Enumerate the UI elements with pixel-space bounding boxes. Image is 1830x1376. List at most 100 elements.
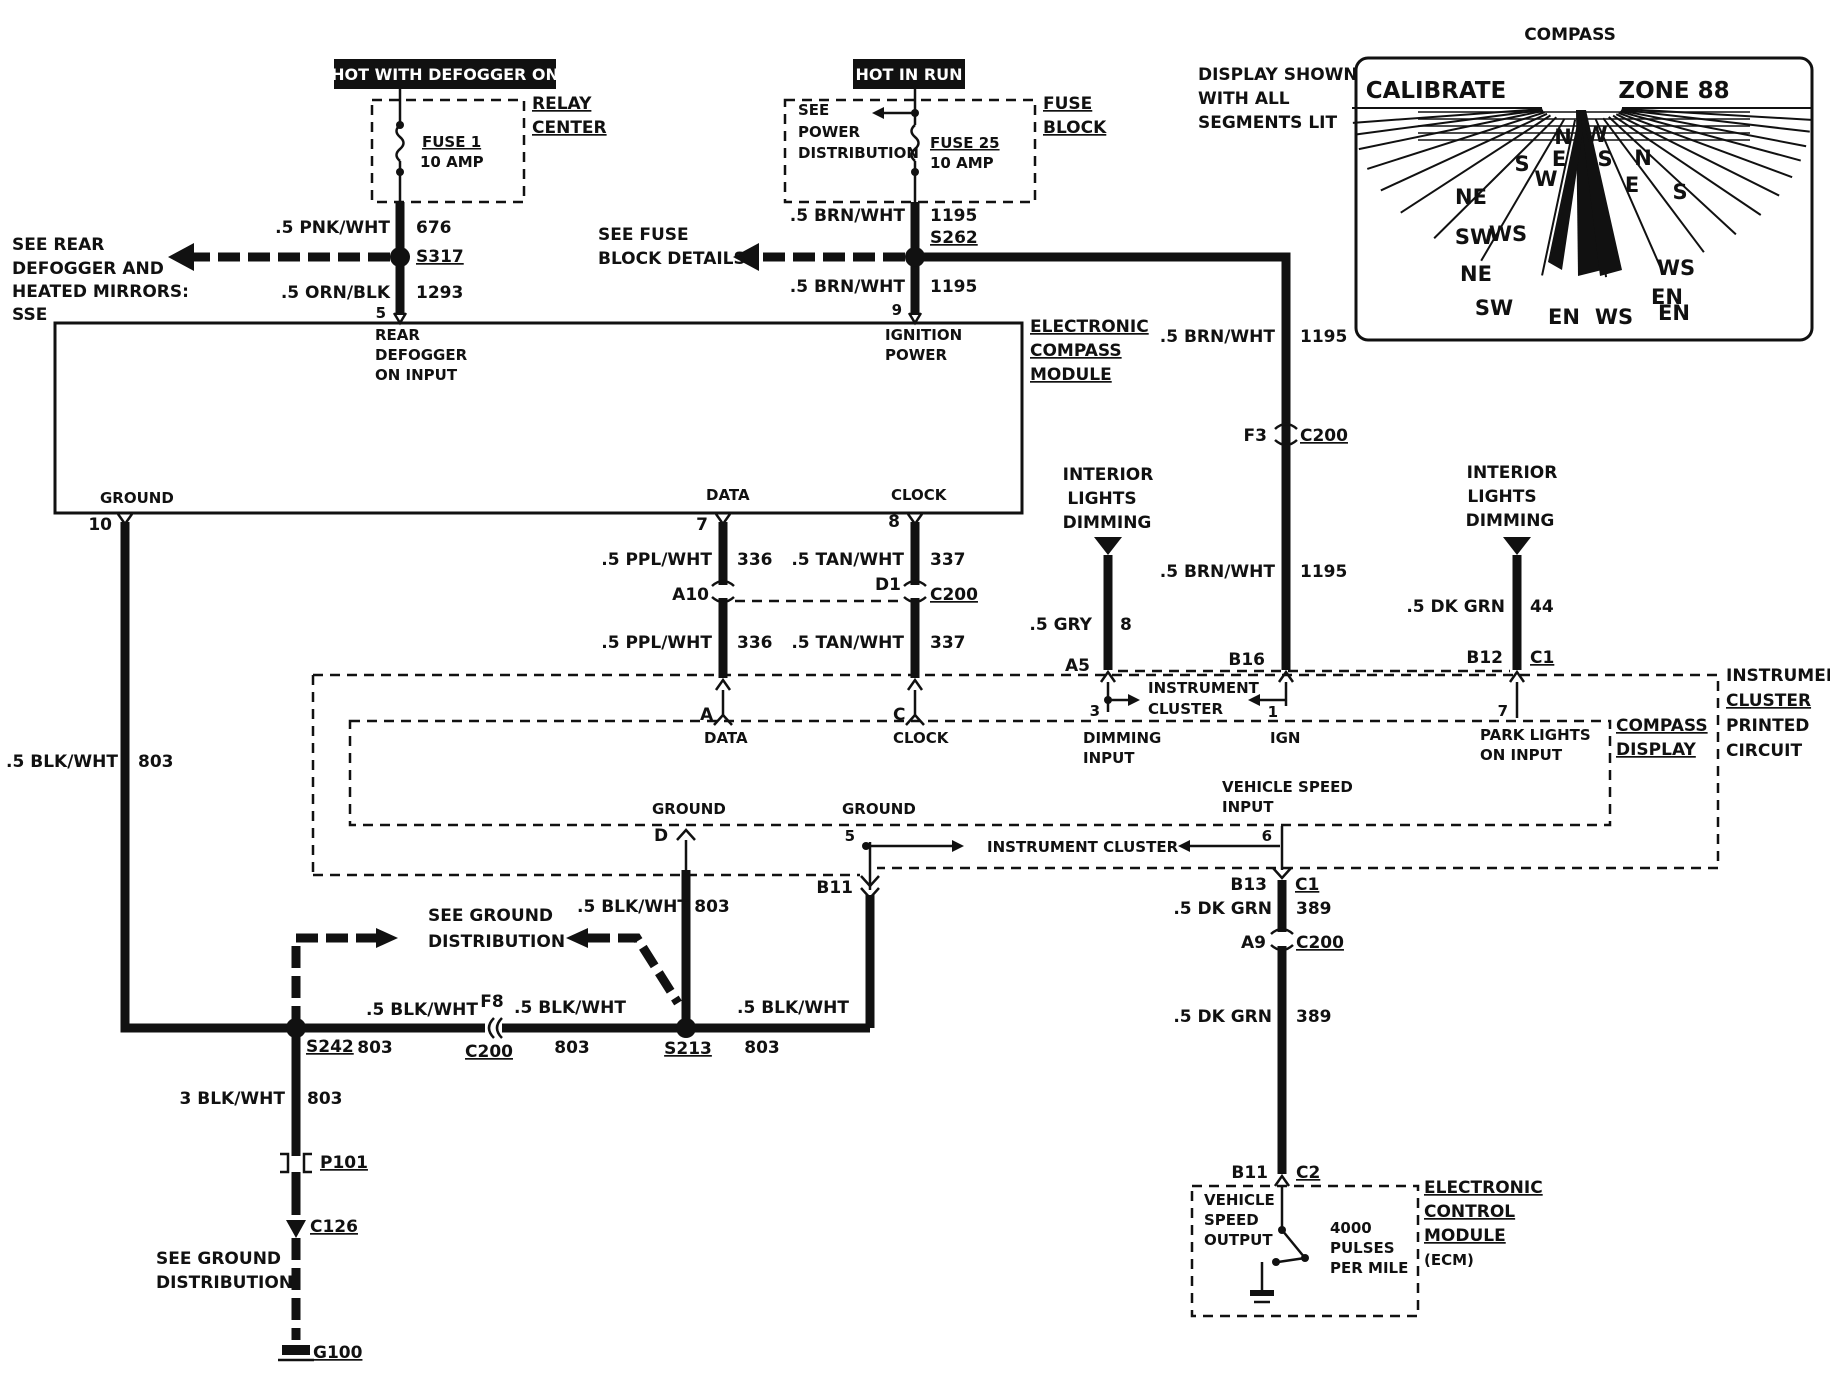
compass-dir-6: W <box>1534 167 1557 191</box>
vso-label-3: OUTPUT <box>1204 1231 1273 1249</box>
defogger-circuit: .5 PNK/WHT 676 S317 .5 ORN/BLK 1293 5 SE… <box>12 202 464 325</box>
see-rear-3: HEATED MIRRORS: <box>12 282 189 302</box>
relay-center: FUSE 1 10 AMP RELAY CENTER <box>370 89 607 204</box>
pin-10: 10 <box>88 515 112 535</box>
cavity-b13: B13 <box>1230 875 1267 895</box>
vss-circuit: .5 DK GRN 389 A9 C200 .5 DK GRN 389 B11 … <box>1173 826 1344 1206</box>
dimming-circuit-num: 8 <box>1120 615 1132 635</box>
dimming-title-3: DIMMING <box>1063 513 1152 533</box>
ign-input-label: IGN <box>1270 729 1300 747</box>
module-name-3: MODULE <box>1030 365 1112 385</box>
instrument-cluster-1: INSTRUMENT <box>1148 679 1260 697</box>
blk-wire-2: .5 BLK/WHT <box>514 998 626 1018</box>
compass-display-2: DISPLAY <box>1616 740 1697 760</box>
cavity-b11-ipc: B11 <box>816 878 853 898</box>
compass-ray-14 <box>1433 116 1557 239</box>
zone-segment: ZONE 88 <box>1618 78 1729 104</box>
pin-7: 7 <box>696 515 708 535</box>
fuse1-amp: 10 AMP <box>420 153 484 171</box>
compass-dir-16: EN <box>1651 285 1683 309</box>
compass-ray-4 <box>1619 110 1802 162</box>
park-pin-7: 7 <box>1498 702 1508 720</box>
connector-c200-ground: C200 <box>465 1042 513 1062</box>
fuse25-amp: 10 AMP <box>930 154 994 172</box>
calibrate-segment: CALIBRATE <box>1366 78 1507 104</box>
display-note-3: SEGMENTS LIT <box>1198 113 1337 133</box>
compass-ray-12 <box>1541 119 1577 276</box>
connector-c126: C126 <box>310 1217 358 1237</box>
dimming-circuit: INTERIOR LIGHTS DIMMING .5 GRY 8 A5 3 DI… <box>1029 465 1259 767</box>
park-title-2: LIGHTS <box>1467 487 1536 507</box>
see-fuse-1: SEE FUSE <box>598 225 689 245</box>
clock-circuit: .5 TAN/WHT 337 D1 C200 .5 TAN/WHT 337 C … <box>791 513 978 747</box>
brn-wire-bottom: .5 BRN/WHT <box>790 277 906 297</box>
ecm-name-1: ELECTRONIC <box>1424 1178 1543 1198</box>
ecm-name-2: CONTROL <box>1424 1202 1515 1222</box>
compass-dir-4: N <box>1634 146 1652 170</box>
blk-wire-1: .5 BLK/WHT <box>366 1000 478 1020</box>
orn-wire-label: .5 ORN/BLK <box>281 283 391 303</box>
module-ground-label: GROUND <box>100 489 174 507</box>
compass-ray-13 <box>1480 118 1566 262</box>
splice-s242: S242 <box>306 1037 354 1057</box>
see-rear-2: DEFOGGER AND <box>12 259 164 279</box>
park-title-3: DIMMING <box>1466 511 1555 531</box>
park-input-2: ON INPUT <box>1480 746 1563 764</box>
hot-defogger-header: HOT WITH DEFOGGER ON <box>331 59 559 89</box>
relay-center-label-2: CENTER <box>532 118 607 138</box>
pulses-label-2: PULSES <box>1330 1239 1395 1257</box>
vss-circuit-top: 389 <box>1296 899 1332 919</box>
fuse-block: SEE POWER DISTRIBUTION FUSE 25 10 AMP FU… <box>783 89 1107 204</box>
compass-panel: COMPASS DISPLAY SHOWN WITH ALL SEGMENTS … <box>1198 25 1814 342</box>
module-clock-label: CLOCK <box>891 486 948 504</box>
ecm-name-4: (ECM) <box>1424 1251 1474 1269</box>
ecm-module: VEHICLE SPEED OUTPUT 4000 PULSES PER MIL… <box>1190 1178 1543 1318</box>
compass-ray-1 <box>1621 107 1812 121</box>
ground-5-label: GROUND <box>842 800 916 818</box>
fuse1-label: FUSE 1 <box>422 133 481 151</box>
dimming-input-2: INPUT <box>1083 749 1135 767</box>
connector-f8: F8 <box>480 992 503 1012</box>
see-fuse-2: BLOCK DETAILS <box>598 249 746 269</box>
ground-g100: G100 <box>313 1343 363 1363</box>
park-lights-circuit: INTERIOR LIGHTS DIMMING .5 DK GRN 44 B12… <box>1406 463 1590 764</box>
data-circuit: .5 PPL/WHT 336 A10 .5 PPL/WHT 336 A DATA <box>601 513 773 747</box>
instrument-cluster-2: CLUSTER <box>1148 700 1223 718</box>
display-note-1: DISPLAY SHOWN <box>1198 65 1358 85</box>
data-circuit-top: 336 <box>737 550 773 570</box>
see-ground-2: DISTRIBUTION <box>428 932 565 952</box>
pulses-label-1: 4000 <box>1330 1219 1372 1237</box>
fuse-block-see-2: POWER <box>798 123 861 141</box>
ign-wire-top: .5 BRN/WHT <box>1160 327 1276 347</box>
compass-dir-18: EN <box>1658 301 1690 325</box>
compass-dir-8: S <box>1672 180 1687 204</box>
pin-9: 9 <box>892 301 902 319</box>
module-data-label: DATA <box>706 486 750 504</box>
ipc-name-1: INSTRUMENT <box>1726 666 1830 686</box>
compass-ray-5 <box>1618 111 1793 179</box>
clock-circuit-top: 337 <box>930 550 966 570</box>
pnk-circuit: 676 <box>416 218 452 238</box>
hot-run-header: HOT IN RUN <box>853 59 965 89</box>
compass-dir-11: SW <box>1455 225 1493 249</box>
compass-dir-2: W <box>1584 123 1607 147</box>
connector-c2: C2 <box>1296 1163 1320 1183</box>
blk-wire-3: .5 BLK/WHT <box>577 897 689 917</box>
compass-dir-0: S <box>1514 152 1529 176</box>
ign-wire-bottom: .5 BRN/WHT <box>1160 562 1276 582</box>
compass-dir-9: NE <box>1455 185 1487 209</box>
vss-wire-bottom: .5 DK GRN <box>1173 1007 1272 1027</box>
cavity-b16: B16 <box>1228 650 1265 670</box>
compass-dir-14: WS <box>1657 256 1695 280</box>
blk-circuit-3: 803 <box>694 897 730 917</box>
compass-ray-15 <box>1400 114 1552 214</box>
dimming-title-2: LIGHTS <box>1067 489 1136 509</box>
data-circuit-bottom: 336 <box>737 633 773 653</box>
see-rear-1: SEE REAR <box>12 235 104 255</box>
see-rear-4: SSE <box>12 305 47 325</box>
blk-circuit-2: 803 <box>554 1038 590 1058</box>
ipc-name-4: CIRCUIT <box>1726 741 1802 761</box>
dimming-title-1: INTERIOR <box>1063 465 1154 485</box>
compass-ray-6 <box>1615 113 1780 197</box>
vss-wire-top: .5 DK GRN <box>1173 899 1272 919</box>
